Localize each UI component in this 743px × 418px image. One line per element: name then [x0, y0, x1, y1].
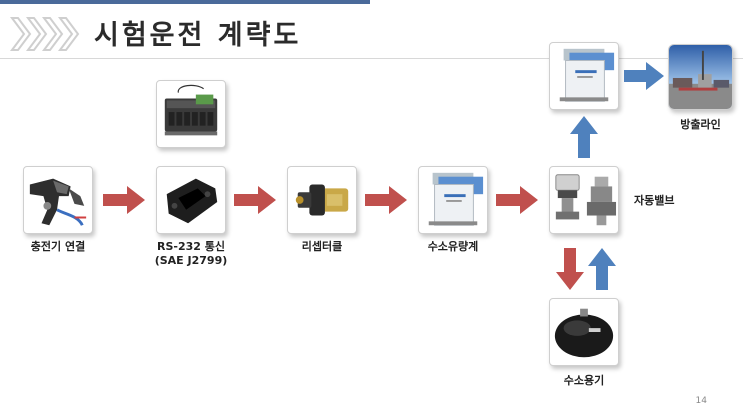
- arrow-tank-to-valve-icon: [588, 248, 616, 290]
- controller-card: [156, 80, 226, 148]
- flowmeter-icon: [428, 172, 484, 226]
- vent-flowmeter-card: [549, 42, 619, 110]
- arrow-charger-to-rs232-icon: [103, 186, 145, 214]
- vent-line-photo-icon: [669, 45, 732, 109]
- vent-flowmeter-icon: [559, 48, 615, 102]
- arrow-to-vent-line-icon: [624, 62, 664, 90]
- tank-card: [549, 298, 619, 366]
- chevron-decoration-icon: [10, 17, 80, 51]
- rs232-label: RS-232 통신 (SAE J2799): [140, 240, 242, 268]
- plc-controller-icon: [164, 84, 218, 136]
- arrow-valve-to-vent-icon: [570, 116, 598, 158]
- dispenser-nozzle-icon: [29, 178, 87, 226]
- charger-label: 충전기 연결: [30, 240, 86, 253]
- rs232-label-line1: RS-232 통신: [157, 240, 225, 253]
- receptacle-icon: [295, 184, 349, 216]
- ir-receiver-icon: [166, 178, 218, 224]
- arrow-rs232-to-receptacle-icon: [234, 186, 276, 214]
- tank-label: 수소용기: [563, 374, 605, 387]
- vent-card: [668, 44, 733, 110]
- receptacle-card: [287, 166, 357, 234]
- page-number: 14: [695, 396, 707, 406]
- hydrogen-tank-icon: [554, 308, 614, 358]
- arrow-receptacle-to-flowmeter-icon: [365, 186, 407, 214]
- arrow-valve-to-tank-icon: [556, 248, 584, 290]
- valve-card: [549, 166, 619, 234]
- flowmeter-card: [418, 166, 488, 234]
- page-title: 시험운전 계략도: [94, 20, 302, 51]
- charger-card: [23, 166, 93, 234]
- rs232-card: [156, 166, 226, 234]
- header-divider: [0, 58, 743, 59]
- receptacle-label: 리셉터클: [301, 240, 343, 253]
- arrow-flowmeter-to-valve-icon: [496, 186, 538, 214]
- rs232-label-line2: (SAE J2799): [154, 254, 228, 267]
- vent-label: 방출라인: [680, 118, 721, 131]
- header-accent-bar: [0, 0, 370, 4]
- valve-label: 자동밸브: [634, 194, 675, 207]
- flowmeter-label: 수소유량계: [427, 240, 479, 253]
- auto-valve-icon: [555, 174, 617, 226]
